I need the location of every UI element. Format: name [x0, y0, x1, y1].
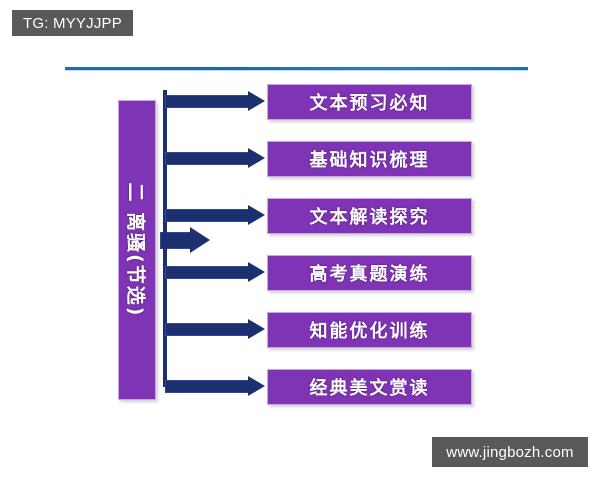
node-label-3: 文本解读探究 — [309, 207, 430, 228]
arrow-head — [248, 319, 265, 339]
node-box-5[interactable]: 知能优化训练 — [267, 312, 472, 348]
chapter-title-label: 二 离骚(节选) — [124, 182, 147, 318]
node-label-2: 基础知识梳理 — [309, 150, 430, 171]
site-watermark-badge: www.jingbozh.com — [432, 437, 588, 467]
connector-spine — [163, 90, 167, 387]
arrow-head — [248, 205, 265, 225]
arrow-head — [190, 227, 210, 253]
arrow-head — [248, 376, 265, 396]
node-box-1[interactable]: 文本预习必知 — [267, 84, 472, 120]
node-box-3[interactable]: 文本解读探究 — [267, 198, 472, 234]
arrow-head — [248, 262, 265, 282]
top-divider-highlight — [65, 70, 528, 71]
node-label-5: 知能优化训练 — [309, 321, 430, 342]
arrow-shaft — [165, 266, 250, 279]
node-box-4[interactable]: 高考真题演练 — [267, 255, 472, 291]
arrow-shaft — [165, 152, 250, 165]
arrow-head — [248, 148, 265, 168]
node-label-4: 高考真题演练 — [309, 264, 430, 285]
arrow-head — [248, 91, 265, 111]
top-divider-rule — [65, 67, 528, 70]
arrow-shaft — [165, 95, 250, 108]
node-label-1: 文本预习必知 — [309, 93, 430, 114]
chapter-title-box: 二 离骚(节选) — [118, 100, 156, 400]
arrow-shaft — [165, 209, 250, 222]
node-box-6[interactable]: 经典美文赏读 — [267, 369, 472, 405]
node-label-6: 经典美文赏读 — [309, 378, 430, 399]
arrow-shaft — [165, 380, 250, 393]
node-box-2[interactable]: 基础知识梳理 — [267, 141, 472, 177]
uploader-tag-badge: TG: MYYJJPP — [12, 10, 133, 36]
arrow-shaft — [165, 323, 250, 336]
